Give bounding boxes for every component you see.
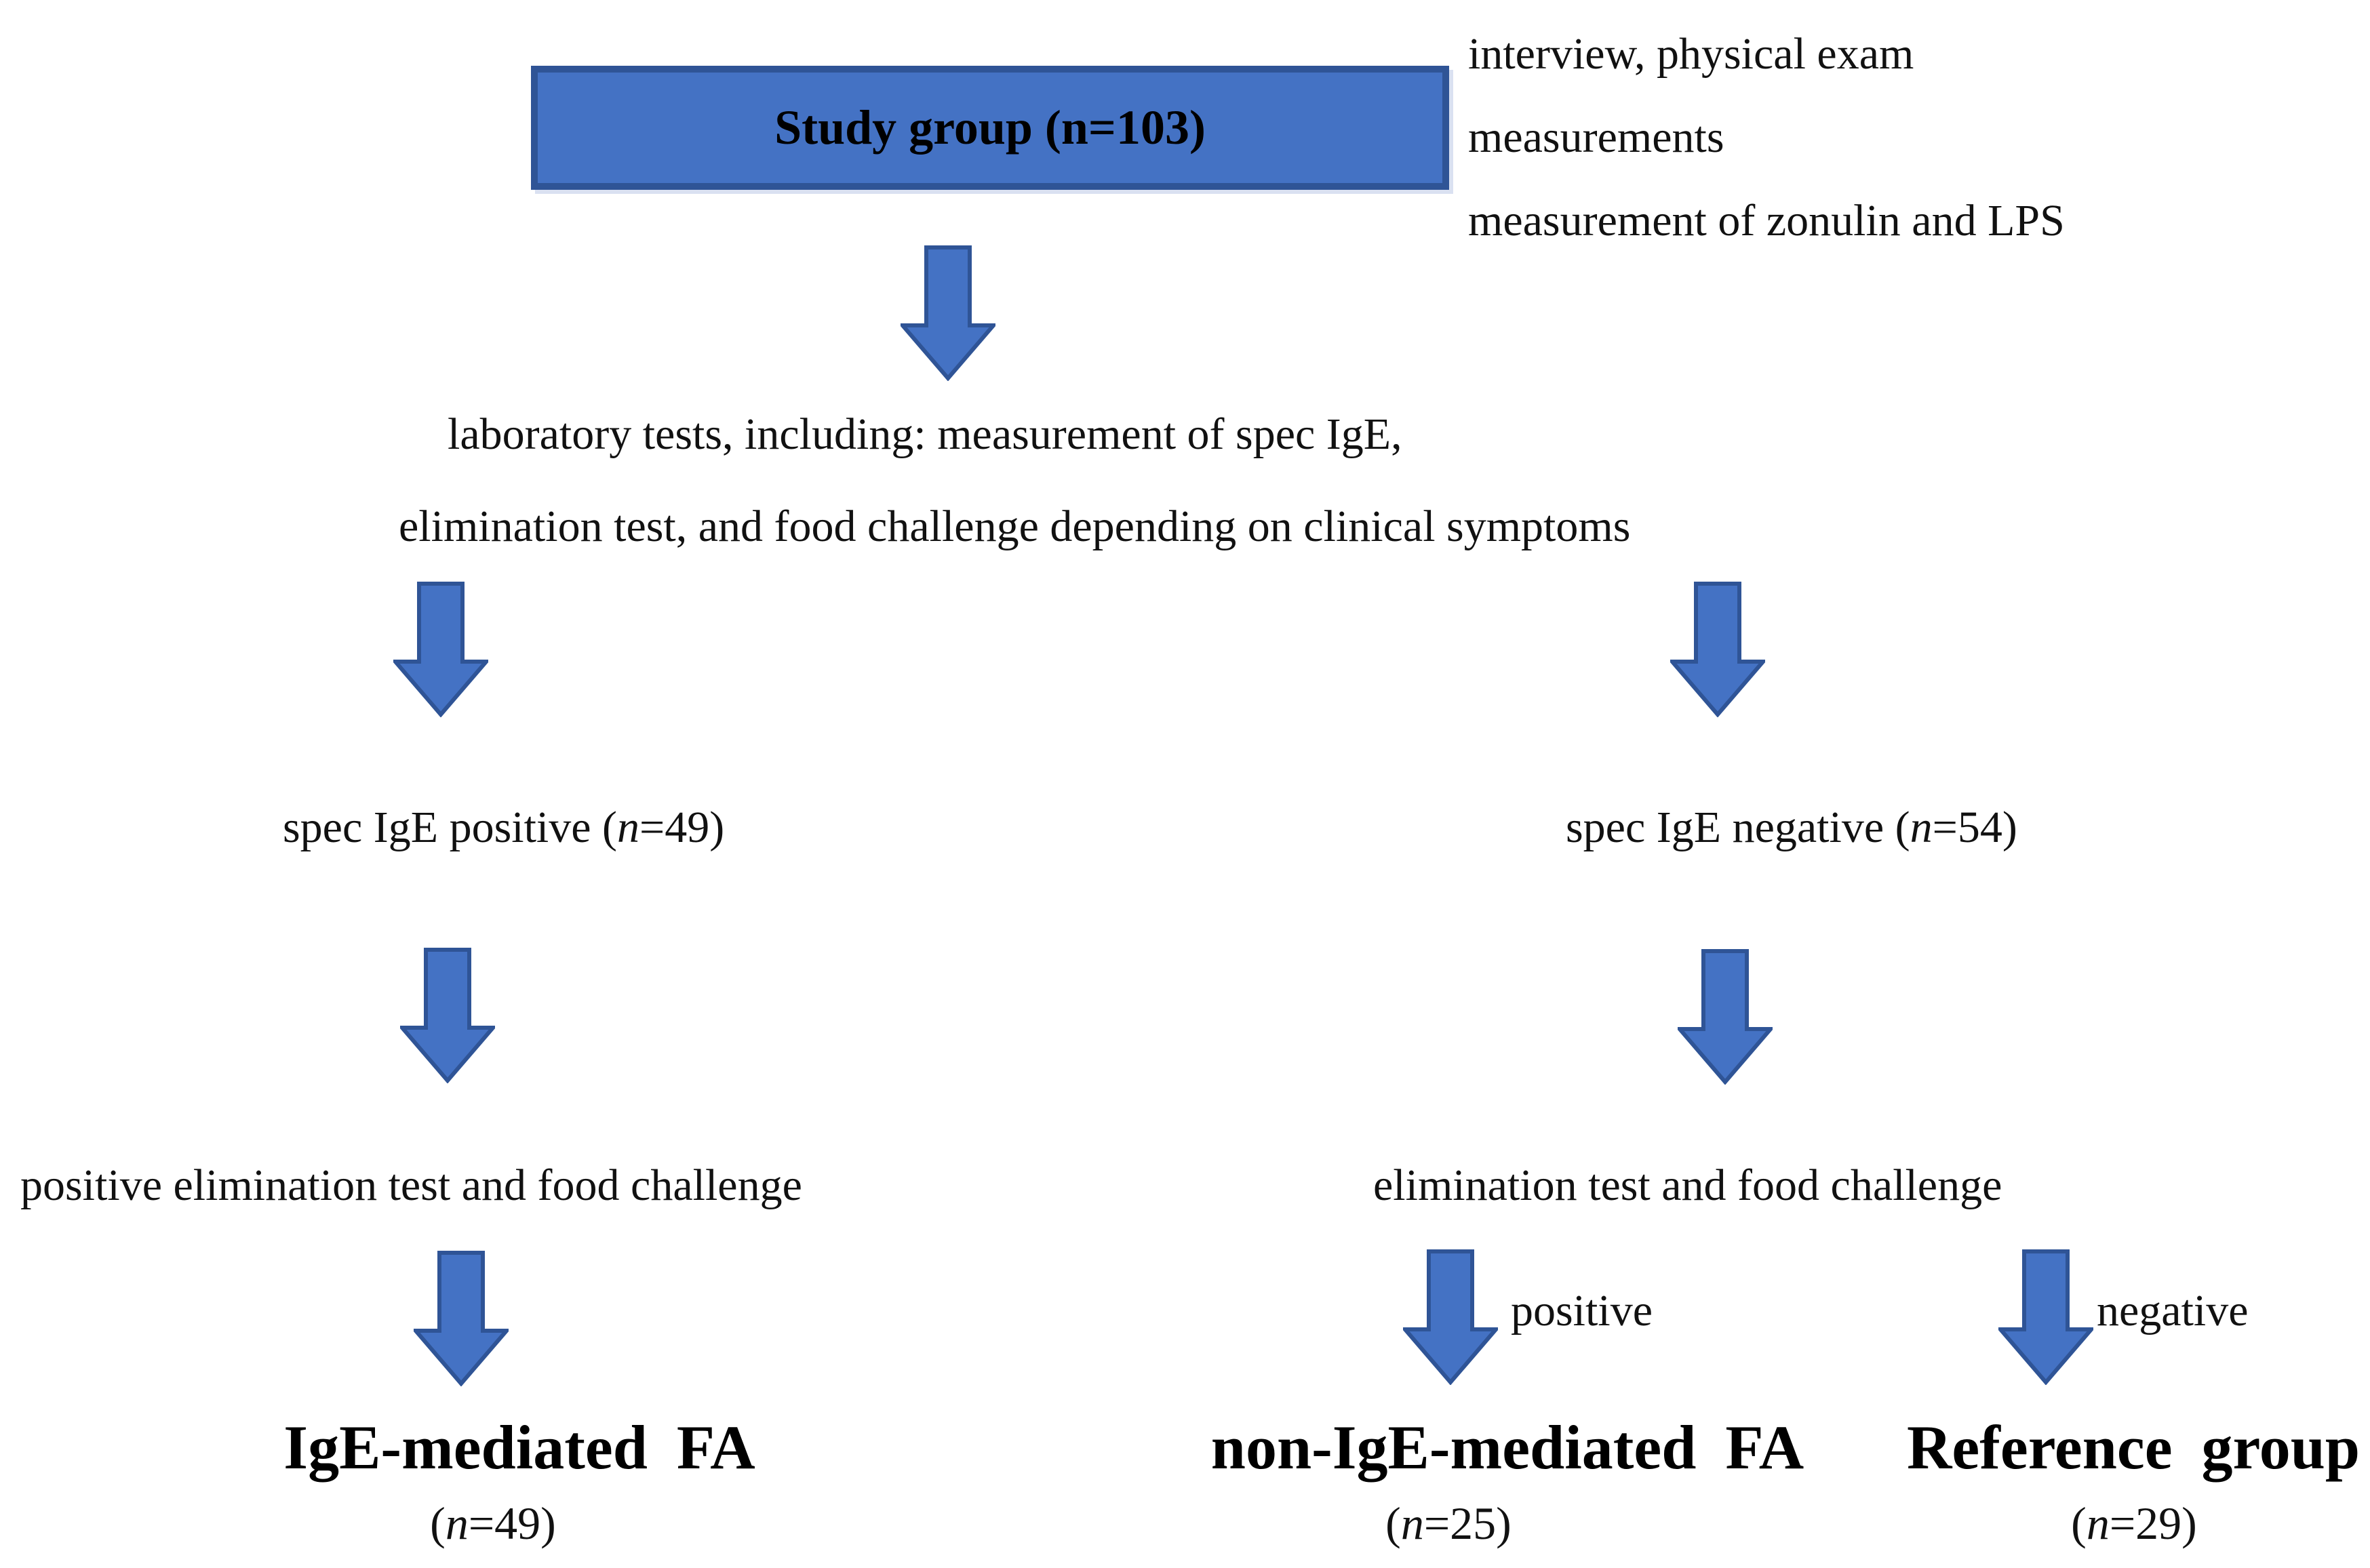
count-n: n [1400,1497,1424,1549]
outcome-reference-group-title: Reference group [1906,1413,2361,1482]
count-rest: =25) [1423,1497,1512,1549]
down-arrow [1403,1249,1498,1385]
left-branch-test-label: positive elimination test and food chall… [20,1161,802,1210]
spec-ige-negative-count: =54) [1932,803,2017,852]
intake-note-line: measurements [1468,113,1724,162]
intake-note-line: interview, physical exam [1468,29,1914,79]
spec-ige-positive-count: =49) [639,803,725,852]
count-n: n [2086,1497,2110,1549]
down-arrow [1670,582,1765,717]
spec-ige-positive-label: spec IgE positive (n=49) [283,800,724,856]
intake-note-line: measurement of zonulin and LPS [1468,196,2065,245]
spec-ige-positive-n: n [617,803,640,852]
outcome-ige-mediated-title: IgE-mediated FA [283,1413,755,1482]
down-arrow [400,948,495,1083]
down-arrow [393,582,488,717]
study-group-label: Study group (n=103) [774,100,1206,155]
down-arrow [1678,949,1773,1085]
study-group-box: Study group (n=103) [531,66,1449,190]
spec-ige-negative-label: spec IgE negative (n=54) [1566,800,2017,856]
right-branch-test-label: elimination test and food challenge [1373,1161,2002,1210]
outcome-non-ige-mediated-title: non-IgE-mediated FA [1210,1413,1804,1482]
spec-ige-negative-n: n [1910,803,1933,852]
branch-label-negative: negative [2097,1286,2249,1335]
spec-ige-negative-text: spec IgE negative ( [1566,803,1910,852]
down-arrow [901,245,995,381]
lab-tests-line1: laboratory tests, including: measurement… [448,409,1402,459]
outcome-non-ige-mediated-count: (n=25) [1042,1497,1855,1550]
down-arrow [414,1251,509,1386]
count-pre: ( [2071,1497,2087,1549]
count-pre: ( [430,1497,446,1549]
count-rest: =29) [2109,1497,2197,1549]
spec-ige-positive-text: spec IgE positive ( [283,803,618,852]
count-pre: ( [1385,1497,1401,1549]
branch-label-positive: positive [1511,1286,1653,1335]
outcome-ige-mediated-count: (n=49) [86,1497,900,1550]
lab-tests-line2: elimination test, and food challenge dep… [399,502,1631,551]
outcome-reference-group-count: (n=29) [1727,1497,2370,1550]
count-rest: =49) [468,1497,556,1549]
down-arrow [1998,1249,2093,1385]
intake-notes: interview, physical exam measurements me… [1468,12,2065,262]
count-n: n [445,1497,469,1549]
